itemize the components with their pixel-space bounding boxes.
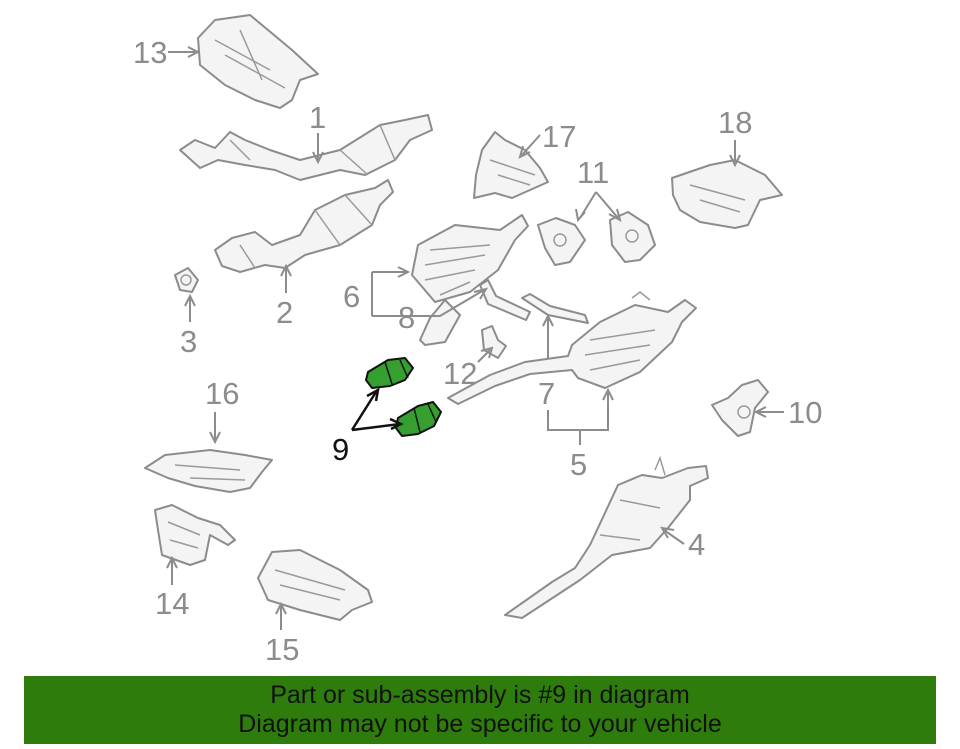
callout-13: 13 (133, 35, 201, 70)
callout-6: 6 (343, 266, 411, 316)
callout-9: 9 (332, 387, 404, 467)
callout-18: 18 (718, 105, 752, 168)
callout-15: 15 (265, 601, 299, 667)
part-2-front-pipe-converter[interactable] (214, 179, 394, 273)
callout-11: 11 (575, 155, 622, 223)
callout-3: 3 (180, 293, 197, 359)
part-5-rear-muffler[interactable] (447, 291, 697, 405)
part-6-center-muffler[interactable] (411, 214, 529, 346)
svg-text:14: 14 (155, 586, 189, 621)
callout-8: 8 (372, 287, 489, 335)
callout-4: 4 (660, 526, 705, 562)
part-11-hanger-b[interactable] (609, 211, 656, 263)
part-14-heat-shield[interactable] (154, 504, 236, 566)
info-banner: Part or sub-assembly is #9 in diagram Di… (24, 676, 936, 744)
part-10-rear-hanger[interactable] (711, 379, 769, 437)
part-9-clamp-upper[interactable] (365, 357, 414, 389)
svg-text:11: 11 (577, 155, 609, 190)
svg-text:7: 7 (538, 376, 555, 411)
part-8-bracket[interactable] (479, 279, 531, 321)
svg-text:15: 15 (265, 632, 299, 667)
part-16-heat-shield[interactable] (144, 449, 273, 493)
svg-text:3: 3 (180, 324, 197, 359)
callout-5: 5 (547, 387, 614, 482)
callout-17: 17 (518, 119, 576, 159)
svg-text:10: 10 (788, 395, 822, 430)
svg-text:13: 13 (133, 35, 167, 70)
svg-text:18: 18 (718, 105, 752, 140)
part-13-heat-shield[interactable] (197, 14, 319, 109)
part-1-front-pipe-converter[interactable] (179, 114, 433, 181)
part-7-bracket[interactable] (521, 293, 589, 324)
svg-text:17: 17 (542, 119, 576, 154)
part-3-gasket[interactable] (174, 267, 199, 293)
callout-14: 14 (155, 555, 189, 621)
part-17-heat-shield[interactable] (473, 131, 549, 199)
callout-1: 1 (309, 100, 326, 165)
svg-text:9: 9 (332, 432, 349, 467)
svg-text:16: 16 (205, 376, 239, 411)
svg-text:6: 6 (343, 279, 360, 314)
part-11-hanger-a[interactable] (537, 217, 586, 266)
svg-text:4: 4 (688, 527, 705, 562)
banner-line-part: Part or sub-assembly is #9 in diagram (270, 681, 690, 709)
exhaust-parts-diagram: 13 1 2 3 17 (133, 14, 822, 667)
callout-2: 2 (276, 263, 293, 330)
banner-line-disclaimer: Diagram may not be specific to your vehi… (238, 710, 722, 738)
part-4-rear-muffler[interactable] (504, 455, 709, 619)
callout-10: 10 (753, 395, 822, 430)
svg-text:2: 2 (276, 295, 293, 330)
part-9-clamp-lower[interactable] (395, 401, 442, 437)
callout-16: 16 (205, 376, 239, 445)
part-18-heat-shield[interactable] (671, 159, 783, 229)
part-15-heat-shield[interactable] (257, 549, 373, 621)
svg-text:5: 5 (570, 447, 587, 482)
svg-text:1: 1 (309, 100, 326, 135)
svg-text:8: 8 (398, 300, 415, 335)
